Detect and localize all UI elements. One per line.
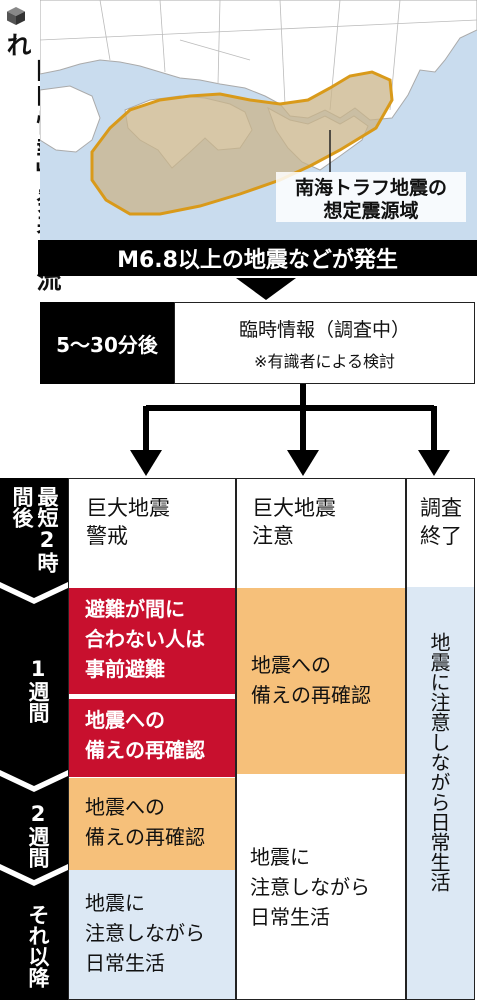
nankai-trough-map: 南海トラフ地震の 想定震源域 [40, 0, 477, 240]
cell-warning-2week: 地震への 備えの再確認 [69, 778, 235, 870]
down-arrow-icon [236, 278, 296, 300]
timing-box: 5〜30分後 [40, 302, 174, 384]
end-vertical-text: 地震に注意しながら日常生活 [427, 632, 451, 892]
land-kyushu [40, 85, 101, 153]
evacuate-line3: 事前避難 [85, 657, 165, 681]
cell-warning-evacuate: 避難が間に 合わない人は 事前避難 [69, 588, 235, 694]
timeline-label-2weeks: 2週間 [26, 802, 50, 868]
cube-logo-icon [7, 7, 25, 25]
warning-head-line2: 警戒 [86, 524, 128, 548]
end-head-line1: 調査 [420, 496, 462, 520]
cell-advisory-after: 地震に 注意しながら 日常生活 [250, 842, 370, 932]
map-label-line2: 想定震源域 [323, 199, 418, 222]
info-title: 臨時情報（調査中） [238, 319, 410, 341]
end-head-bg [407, 479, 474, 587]
warning-recheck-line2: 備えの再確認 [85, 738, 205, 762]
arrow-head-end [418, 450, 450, 476]
advisory-head-line1: 巨大地震 [252, 496, 336, 520]
advisory-recheck-line2: 備えの再確認 [251, 683, 371, 707]
cell-advisory-1week: 地震への 備えの再確認 [237, 588, 405, 774]
info-box: 臨時情報（調査中） ※有識者による検討 [174, 302, 475, 384]
timeline-label-shortest: 最短2時間後 [10, 486, 59, 573]
arrow-head-advisory [287, 450, 319, 476]
timeline-label-1week: 1週間 [26, 657, 50, 723]
warning-after-line3: 日常生活 [85, 951, 165, 975]
end-head-line2: 終了 [420, 524, 462, 548]
advisory-recheck-line1: 地震への [251, 653, 331, 677]
advisory-after-line2: 注意しながら [250, 875, 370, 899]
branch-arrows [130, 384, 450, 476]
end-heading: 調査 終了 [420, 494, 462, 550]
timeline-bar [0, 478, 68, 1000]
advisory-head-line2: 注意 [252, 524, 294, 548]
title-area: 「臨時情報」発表の流れ [0, 0, 62, 300]
warning-after-line1: 地震に [85, 891, 145, 915]
map-label-line1: 南海トラフ地震の [295, 176, 447, 199]
warning-recheck-line1: 地震への [85, 708, 165, 732]
timing-text: 5〜30分後 [56, 332, 158, 357]
advisory-after-line3: 日常生活 [250, 905, 330, 929]
warning-after-line2: 注意しながら [85, 921, 205, 945]
arrow-head-warning [130, 450, 162, 476]
advisory-heading: 巨大地震 注意 [252, 494, 336, 550]
warning-2week-line1: 地震への [85, 795, 165, 819]
advisory-after-line1: 地震に [250, 845, 310, 869]
source-zone [90, 70, 394, 216]
info-note: ※有識者による検討 [254, 352, 395, 371]
evacuate-line1: 避難が間に [85, 597, 185, 621]
trigger-text: M6.8以上の地震などが発生 [117, 248, 398, 273]
trigger-banner: M6.8以上の地震などが発生 [38, 240, 477, 276]
cell-warning-after: 地震に 注意しながら 日常生活 [69, 870, 235, 999]
timeline-label-after: それ以降 [26, 904, 50, 988]
warning-head-line1: 巨大地震 [86, 496, 170, 520]
evacuate-line2: 合わない人は [85, 627, 205, 651]
cell-warning-recheck: 地震への 備えの再確認 [69, 697, 235, 777]
warning-2week-line2: 備えの再確認 [85, 825, 205, 849]
warning-heading: 巨大地震 警戒 [86, 494, 170, 550]
